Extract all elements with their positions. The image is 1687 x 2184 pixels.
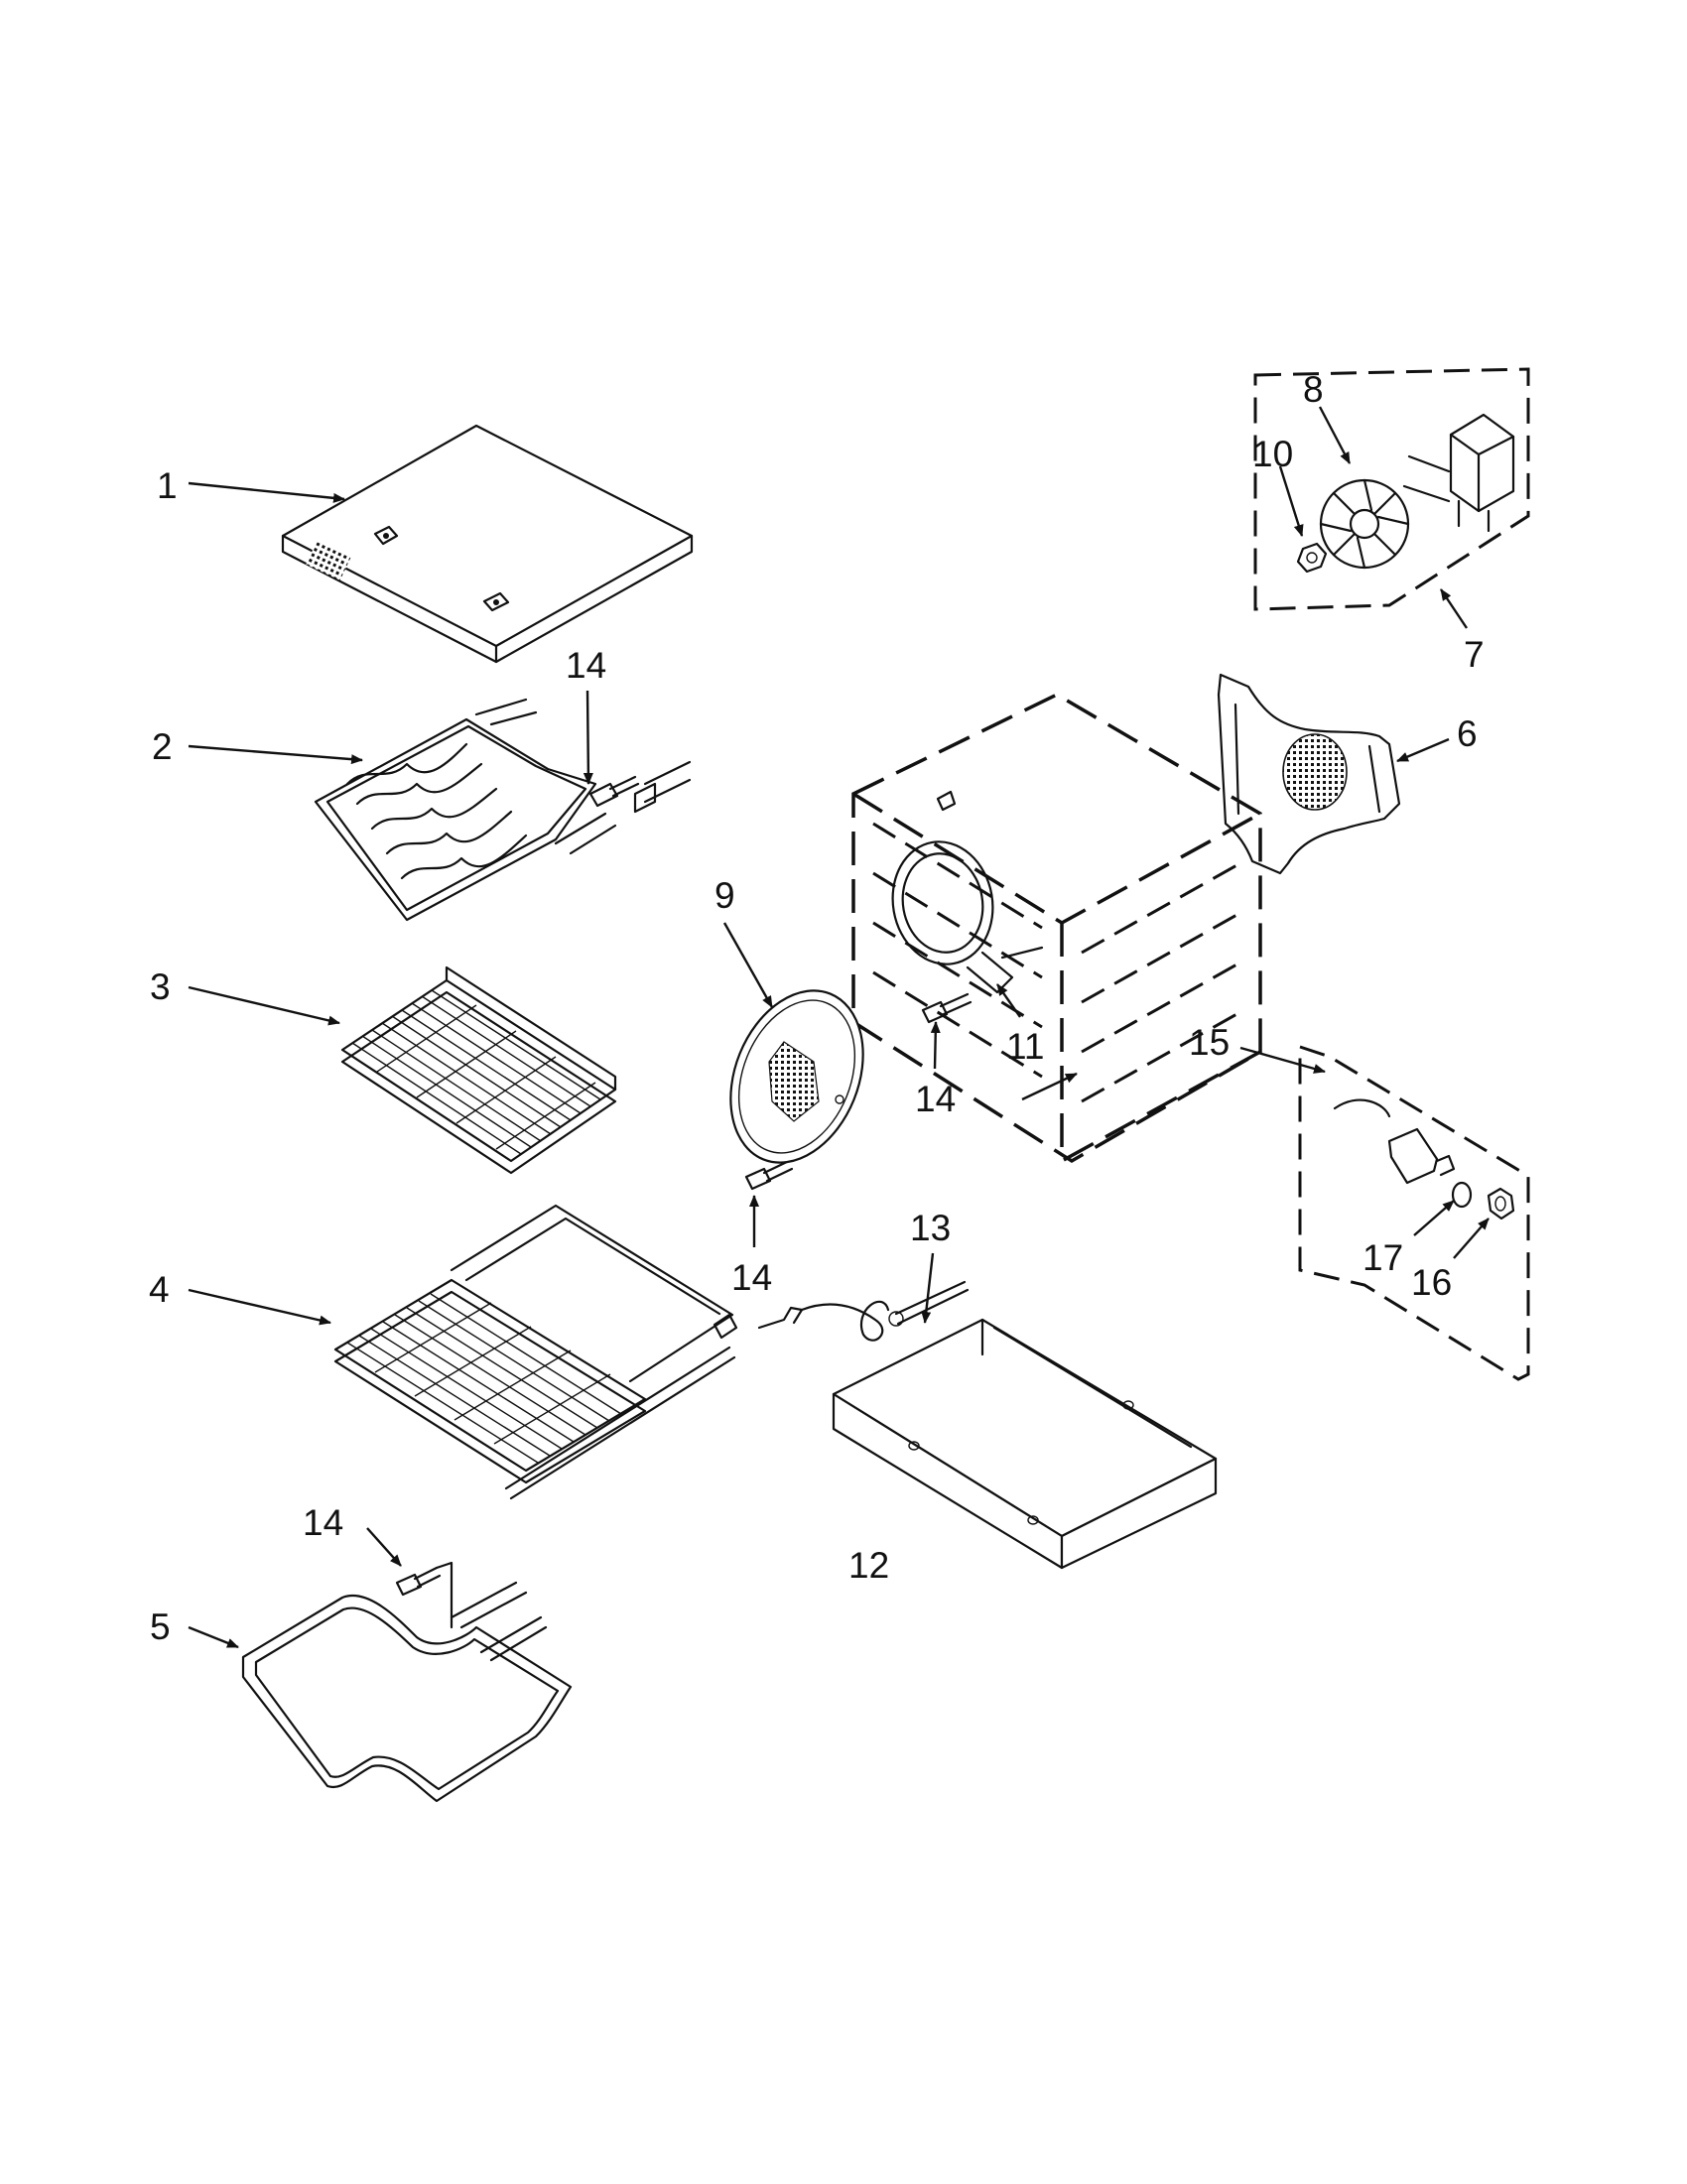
- callout-5: 5: [150, 1606, 171, 1647]
- callout-16: 16: [1411, 1262, 1452, 1303]
- callout-10: 10: [1252, 434, 1293, 474]
- callout-leaders: [188, 406, 1490, 1649]
- part-4-extendable-rack: [333, 1204, 738, 1500]
- part-8-fan-blade: [1319, 478, 1410, 570]
- part-14-screw-bake: [395, 1566, 442, 1597]
- callout-14-broil: 14: [566, 645, 606, 686]
- part-16-lens-nut: [1487, 1187, 1515, 1220]
- oven-cavity: [851, 693, 1262, 1164]
- callout-14-cavity: 14: [915, 1079, 956, 1119]
- callout-15: 15: [1189, 1022, 1230, 1063]
- callout-7: 7: [1464, 634, 1485, 675]
- part-17-gasket: [1451, 1181, 1473, 1209]
- part-7-convection-fan-assembly: [1253, 367, 1530, 611]
- callout-11: 11: [1006, 1026, 1044, 1067]
- part-13-meat-probe: [757, 1280, 970, 1342]
- callout-numbers: 1 2 3 4 5 6 7 8 9 10 11 12 13 14 14 14 1…: [149, 369, 1485, 1647]
- part-14-screw-cover: [744, 1159, 794, 1191]
- callout-14-bake: 14: [303, 1502, 343, 1543]
- callout-6: 6: [1457, 713, 1478, 754]
- part-10-nut: [1296, 542, 1328, 574]
- part-14-screw-broil: [588, 775, 640, 808]
- part-6-fan-shroud: [1217, 673, 1401, 875]
- part-5-bake-element: [241, 1561, 573, 1803]
- part-15-light-assembly: [1298, 1044, 1530, 1381]
- callout-13: 13: [910, 1208, 951, 1248]
- callout-4: 4: [149, 1269, 170, 1310]
- part-14-screw-cavity: [921, 992, 973, 1024]
- callout-1: 1: [157, 465, 178, 506]
- fan-motor: [1402, 413, 1515, 533]
- callout-9: 9: [714, 875, 735, 916]
- part-12-drip-tray: [832, 1318, 1218, 1570]
- part-11-convection-element: [891, 840, 1044, 994]
- callout-12: 12: [848, 1545, 889, 1586]
- callout-14-cover: 14: [731, 1257, 772, 1298]
- part-3-oven-rack: [340, 965, 617, 1175]
- part-1-top-panel: [281, 424, 694, 664]
- callout-17: 17: [1363, 1237, 1403, 1278]
- callout-3: 3: [150, 966, 171, 1007]
- part-2-broil-element: [314, 698, 692, 922]
- callout-2: 2: [152, 726, 173, 767]
- part-9-fan-cover: [729, 989, 864, 1164]
- callout-8: 8: [1303, 369, 1324, 410]
